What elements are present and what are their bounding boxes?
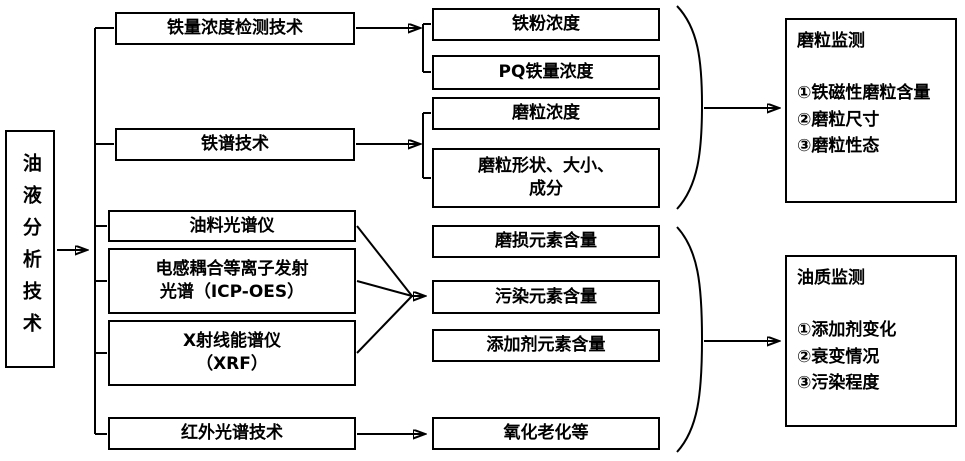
result-item: ①铁磁性磨粒含量 [797, 83, 931, 104]
result-title: 磨粒监测 [797, 31, 865, 51]
node-wear-particle-monitoring: 磨粒监测 ①铁磁性磨粒含量 ②磨粒尺寸 ③磨粒性态 [785, 18, 957, 203]
bracket-bottom [676, 226, 704, 453]
node-wear-element-content: 磨损元素含量 [432, 225, 660, 258]
result-item: ②衰变情况 [797, 346, 880, 367]
converge-line-mid [356, 280, 413, 297]
converge-line-bottom [356, 295, 413, 354]
node-oil-quality-monitoring: 油质监测 ①添加剂变化 ②衰变情况 ③污染程度 [785, 255, 957, 427]
node-xrf: X射线能谱仪 （XRF） [108, 320, 356, 386]
bracket-top [676, 5, 704, 210]
node-oil-analysis-root: 油液分析技术 [5, 130, 55, 368]
result-title: 油质监测 [797, 268, 865, 288]
node-oil-spectrometer: 油料光谱仪 [108, 210, 356, 242]
node-iron-concentration-detection: 铁量浓度检测技术 [115, 12, 355, 45]
oil-quality-bracket [676, 226, 778, 453]
node-additive-element-content: 添加剂元素含量 [432, 329, 660, 362]
result-item: ①添加剂变化 [797, 320, 897, 341]
result-item: ③污染程度 [797, 373, 880, 394]
node-infrared-spectroscopy: 红外光谱技术 [108, 417, 356, 450]
result-item: ③磨粒性态 [797, 136, 880, 157]
node-iron-powder-concentration: 铁粉浓度 [432, 8, 660, 41]
result-item: ②磨粒尺寸 [797, 109, 880, 130]
node-wear-particle-shape-size: 磨粒形状、大小、 成分 [432, 148, 660, 208]
node-ferrography: 铁谱技术 [115, 128, 355, 161]
node-pq-iron-concentration: PQ铁量浓度 [432, 55, 660, 90]
wear-monitoring-bracket [676, 5, 778, 210]
node-icp-oes: 电感耦合等离子发射 光谱（ICP-OES） [108, 248, 356, 314]
node-contamination-element-content: 污染元素含量 [432, 280, 660, 314]
ferrography-fork [356, 112, 431, 179]
converge-line-top [356, 225, 413, 297]
node-oxidation-aging: 氧化老化等 [432, 417, 660, 450]
iron-concentration-fork [356, 23, 431, 73]
node-wear-particle-concentration: 磨粒浓度 [432, 97, 660, 130]
root-branch-connectors [57, 27, 114, 435]
spectrometry-converge [356, 225, 424, 354]
